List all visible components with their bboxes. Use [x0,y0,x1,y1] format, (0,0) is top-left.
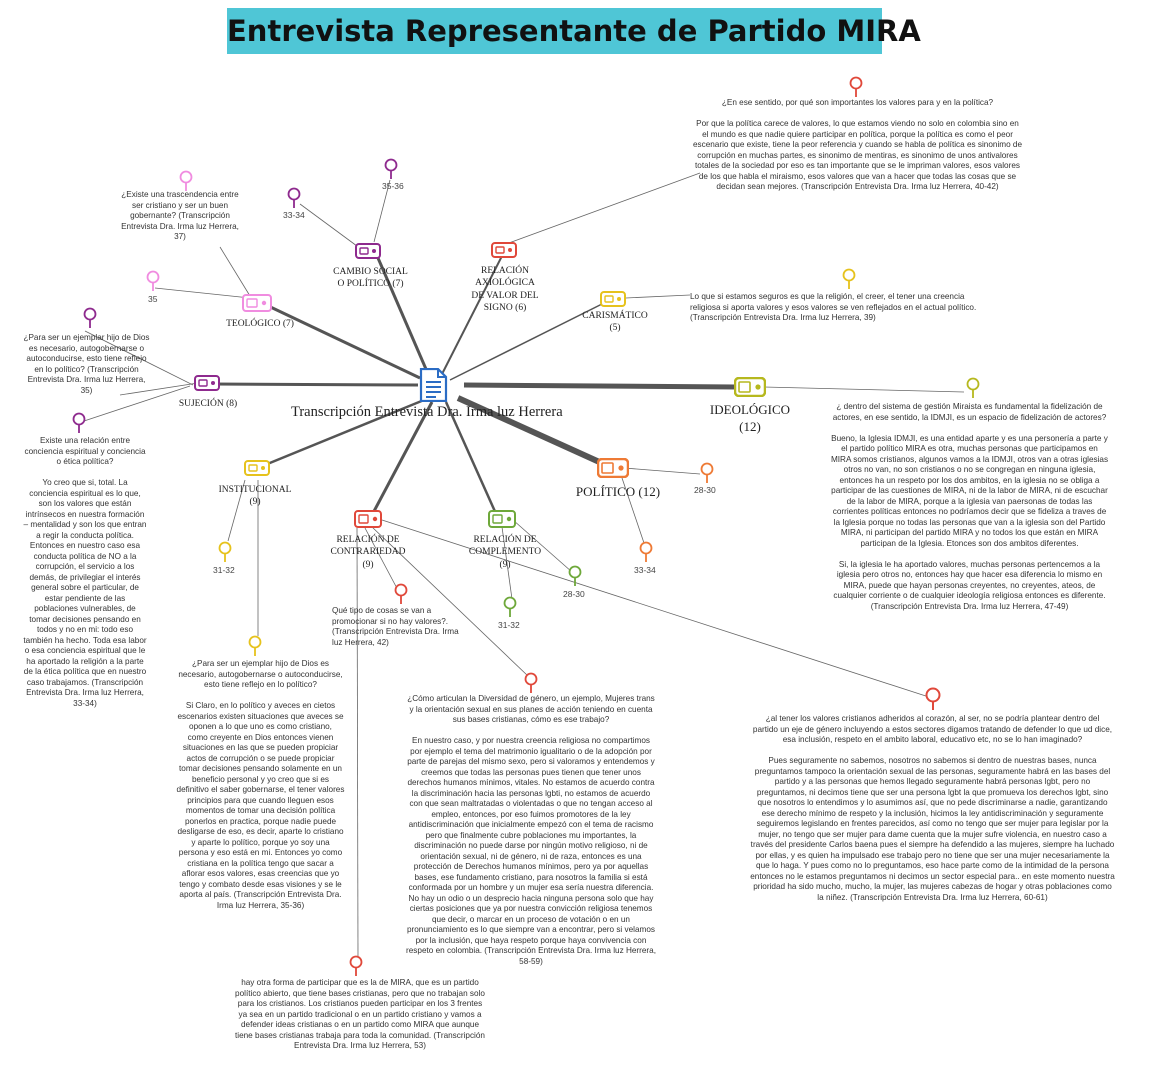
link-center-axiologica [439,251,505,379]
quote-religion: Lo que si estamos seguros es que la reli… [690,292,977,322]
quote-ejemplar-1: ¿Para ser un ejemplar hijo de Dios es ne… [23,333,150,395]
quote-pin-icon[interactable] [179,170,193,197]
quote-pin-icon[interactable] [248,635,262,662]
quote-valores: ¿En ese sentido, por qué son importantes… [692,98,1023,191]
quote-ref-label: 28-30 [563,589,585,599]
link-center-cambio [376,257,434,384]
tag-icon[interactable] [354,510,382,533]
quote-fidelizacion: ¿ dentro del sistema de gestión Miraista… [830,402,1109,611]
quote-pin-icon[interactable] [966,377,980,404]
quote-genero: ¿Cómo articulan la Diversidad de género,… [406,694,656,966]
quote-ref-label: 35 [148,294,158,304]
tag-icon[interactable] [600,291,626,312]
code-label-contrariedad: RELACIÓN DE CONTRARIEDAD (9) [330,535,406,570]
code-label-relacion-axiologica: RELACIÓN AXIOLÓGICA DE VALOR DEL SIGNO (… [471,266,539,314]
quote-pin-icon[interactable] [524,672,538,699]
code-label-carismatico: CARISMÁTICO (5) [582,311,648,334]
quote-pin-icon[interactable] [925,687,941,716]
tag-icon[interactable] [733,376,767,402]
quote-pin-icon[interactable] [503,596,517,623]
link-center-contrariedad [370,401,434,516]
quote-pin-icon[interactable] [72,412,86,439]
quote-pin-icon[interactable] [568,565,582,592]
code-label-sujecion: SUJECIÓN (8) [178,399,238,409]
quote-ref-label: 35-36 [382,181,404,191]
quote-pin-icon[interactable] [639,541,653,568]
quote-que-tipo: Qué tipo de cosas se van a promocionar s… [332,606,459,647]
code-label-politico: POLÍTICO (12) [575,484,661,499]
quote-cristianos: ¿al tener los valores cristianos adherid… [750,714,1115,902]
quote-pin-icon[interactable] [349,955,363,982]
code-label-complemento: RELACIÓN DE COMPLEMENTO (9) [468,535,542,570]
tag-icon[interactable] [596,457,630,483]
quote-ref-label: 31-32 [213,565,235,575]
quote-trascendencia: ¿Existe una trascendencia entre ser cris… [121,190,239,241]
tag-icon[interactable] [491,242,517,263]
quote-pin-icon[interactable] [384,158,398,185]
diagram-title: Entrevista Representante de Partido MIRA [227,8,921,54]
tag-icon[interactable] [244,460,270,481]
quote-pin-icon[interactable] [287,187,301,214]
link-center-politico [456,395,608,468]
quote-ref-label: 33-34 [634,565,656,575]
quote-ref-label: 28-30 [694,485,716,495]
tag-icon[interactable] [355,243,381,264]
quote-pin-icon[interactable] [218,541,232,568]
quote-pin-icon[interactable] [842,268,856,295]
tag-icon[interactable] [194,375,220,396]
quote-otra-forma: hay otra forma de participar que es la d… [234,978,485,1050]
quote-ejemplar-2: ¿Para ser un ejemplar hijo de Dios es ne… [176,659,345,910]
tag-icon[interactable] [488,510,516,533]
quote-pin-icon[interactable] [700,462,714,489]
quote-pin-icon[interactable] [83,307,97,334]
tag-icon[interactable] [242,294,272,317]
code-label-cambio: CAMBIO SOCIAL O POLÍTICO (7) [333,267,408,290]
link-center-carismatico [449,298,613,381]
code-label-teologico: TEOLÓGICO (7) [226,319,294,329]
center-document-label: Transcripción Entrevista Dra. Irma luz H… [291,404,563,420]
quote-pin-icon[interactable] [849,76,863,103]
quote-ref-label: 33-34 [283,210,305,220]
link-center-institucional [259,398,425,469]
code-label-institucional: INSTITUCIONAL (9) [218,485,292,508]
document-icon[interactable] [418,367,448,407]
link-center-sujecion [211,382,419,387]
quote-ref-label: 31-32 [498,620,520,630]
link-center-ideologico [463,382,737,390]
quote-conciencia: Existe una relación entre conciencia esp… [23,436,147,708]
code-label-ideologico: IDEOLÓGICO (12) [709,402,791,434]
quote-pin-icon[interactable] [394,583,408,610]
link-center-teologico [261,301,421,380]
quote-pin-icon[interactable] [146,270,160,297]
link-center-complemento [444,401,499,517]
